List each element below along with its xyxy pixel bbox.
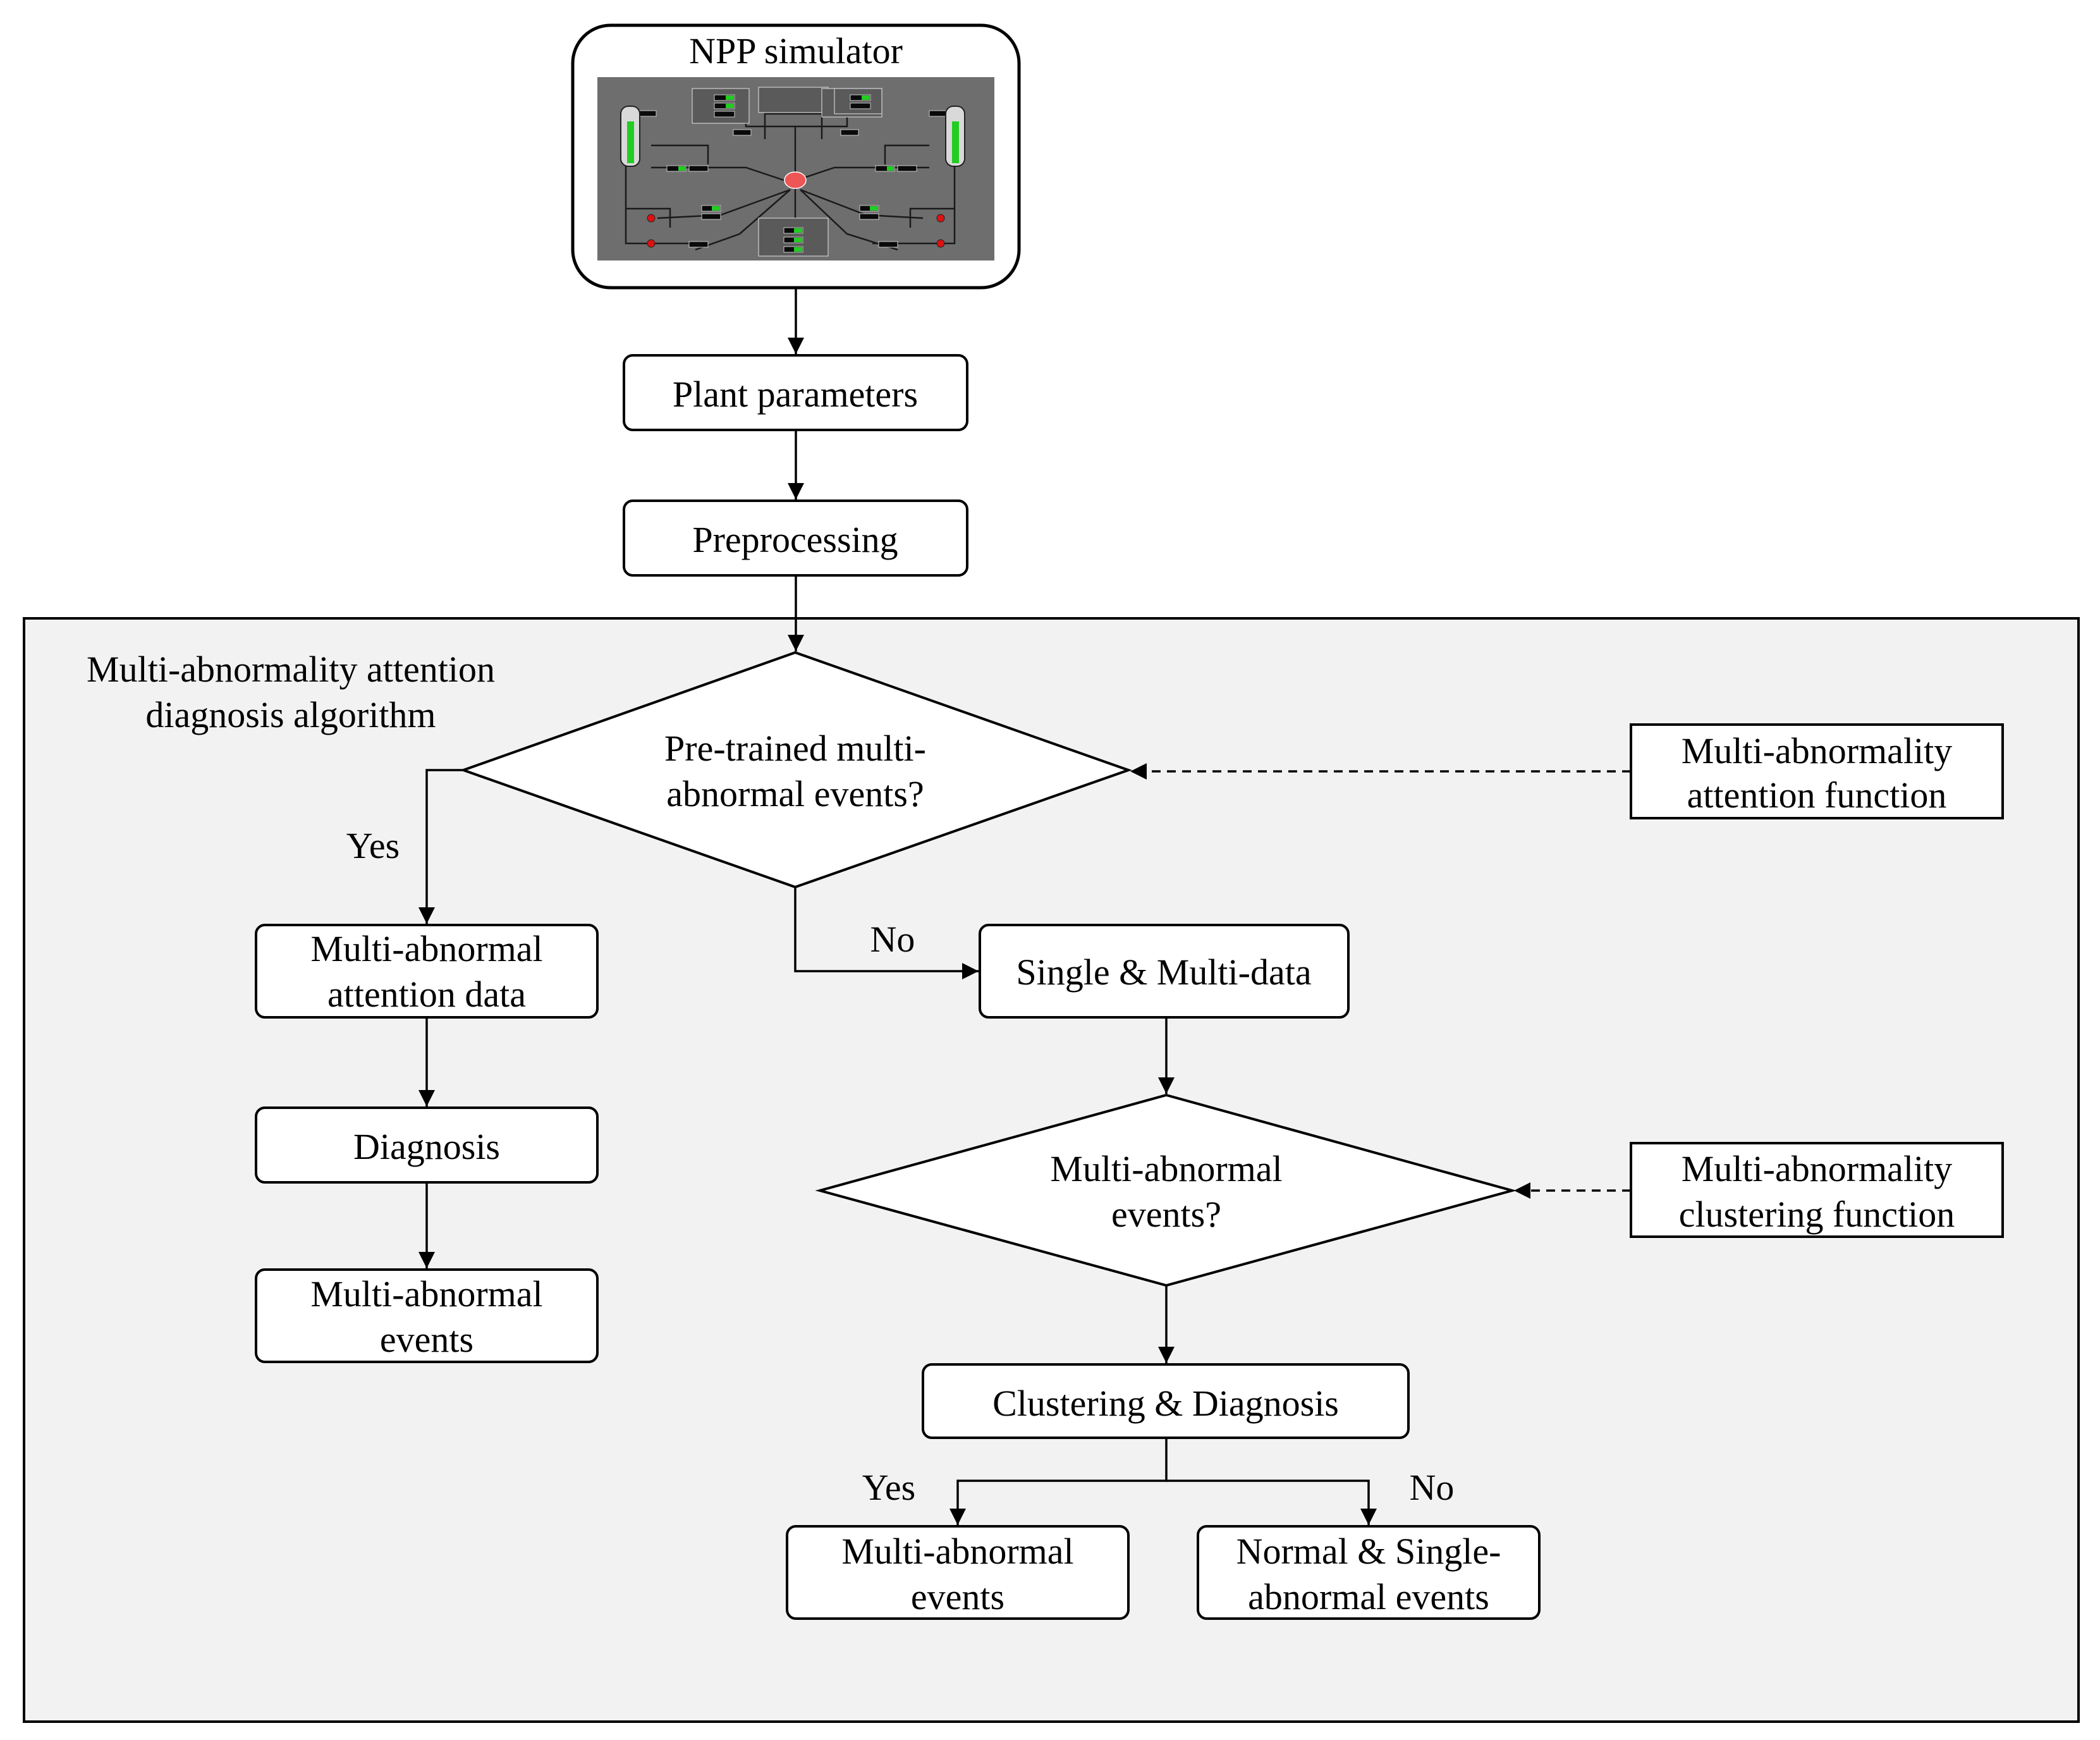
npp-simulator: NPP simulator bbox=[571, 23, 1021, 290]
simulator-title: NPP simulator bbox=[689, 30, 903, 71]
clustering-function-line2: clustering function bbox=[1679, 1194, 1955, 1235]
algorithm-title-line1: Multi-abnormality attention bbox=[87, 649, 495, 690]
attention-data-line1: Multi-abnormal bbox=[310, 928, 542, 969]
steam-generator-right-icon bbox=[945, 106, 965, 167]
no-label-2: No bbox=[1410, 1467, 1455, 1508]
result-no-line1: Normal & Single- bbox=[1236, 1531, 1501, 1572]
no-label-1: No bbox=[870, 919, 915, 960]
result-no-line2: abnormal events bbox=[1248, 1576, 1489, 1617]
left-result-box bbox=[255, 1268, 599, 1363]
attention-function-box bbox=[1630, 723, 2004, 819]
arrow-clustering-no bbox=[1166, 1480, 1377, 1525]
result-yes-line1: Multi-abnormal bbox=[841, 1531, 1073, 1572]
decision-multi-abnormal-line1: Multi-abnormal bbox=[1050, 1148, 1282, 1189]
arrow-decision-no bbox=[794, 887, 979, 979]
algorithm-title-line2: diagnosis algorithm bbox=[145, 694, 436, 735]
single-multi-data-label: Single & Multi-data bbox=[1016, 952, 1311, 993]
plant-parameters-label: Plant parameters bbox=[673, 374, 918, 415]
attention-function-line1: Multi-abnormality bbox=[1682, 730, 1953, 771]
clustering-function-box bbox=[1630, 1142, 2004, 1238]
result-no-box bbox=[1197, 1525, 1541, 1620]
left-result-line2: events bbox=[380, 1319, 473, 1360]
left-result-line1: Multi-abnormal bbox=[310, 1273, 542, 1314]
result-yes-line2: events bbox=[911, 1576, 1004, 1617]
preprocessing-label: Preprocessing bbox=[692, 519, 898, 560]
steam-generator-left-icon bbox=[620, 106, 640, 167]
yes-label-2: Yes bbox=[862, 1467, 915, 1508]
attention-data-line2: attention data bbox=[327, 974, 526, 1015]
single-multi-data-box bbox=[979, 924, 1350, 1019]
simulator-screen bbox=[597, 77, 994, 260]
result-yes-box bbox=[786, 1525, 1130, 1620]
diagnosis-label: Diagnosis bbox=[353, 1126, 500, 1167]
arrow-decision-yes bbox=[418, 769, 463, 924]
decision-pretrained-line2: abnormal events? bbox=[666, 773, 924, 814]
reactor-icon bbox=[784, 171, 807, 189]
decision-pretrained-line1: Pre-trained multi- bbox=[664, 728, 926, 769]
clustering-function-line1: Multi-abnormality bbox=[1682, 1148, 1953, 1189]
arrow-clustering-yes bbox=[949, 1438, 1168, 1525]
yes-label-1: Yes bbox=[346, 825, 400, 866]
clustering-diagnosis-label: Clustering & Diagnosis bbox=[992, 1383, 1339, 1424]
attention-function-line2: attention function bbox=[1687, 775, 1947, 816]
decision-multi-abnormal-line2: events? bbox=[1111, 1194, 1221, 1235]
connectors bbox=[418, 288, 1631, 1525]
